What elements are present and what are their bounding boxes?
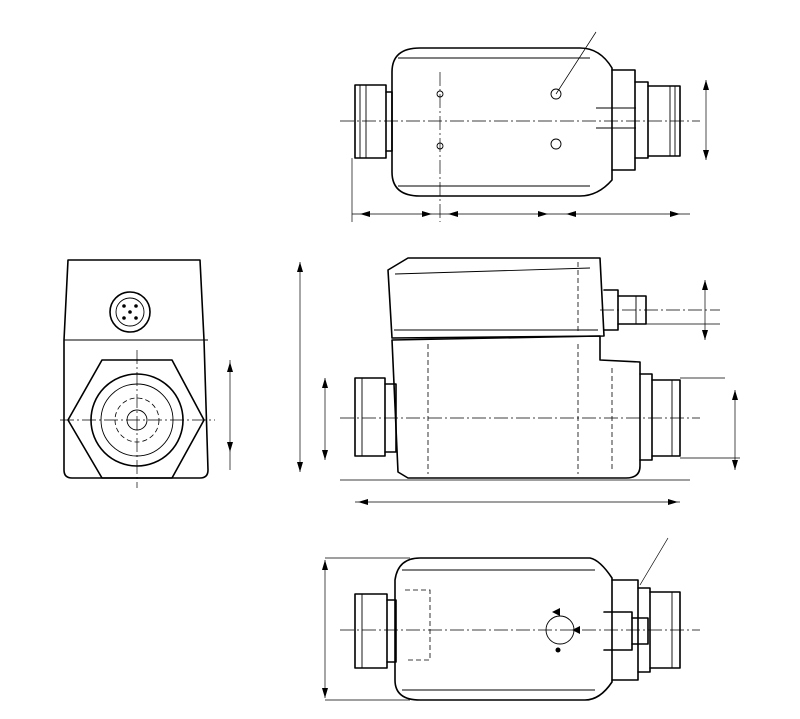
side-view	[297, 257, 740, 505]
top-view	[340, 31, 709, 222]
end-view	[60, 259, 233, 488]
bottom-view	[322, 537, 700, 701]
